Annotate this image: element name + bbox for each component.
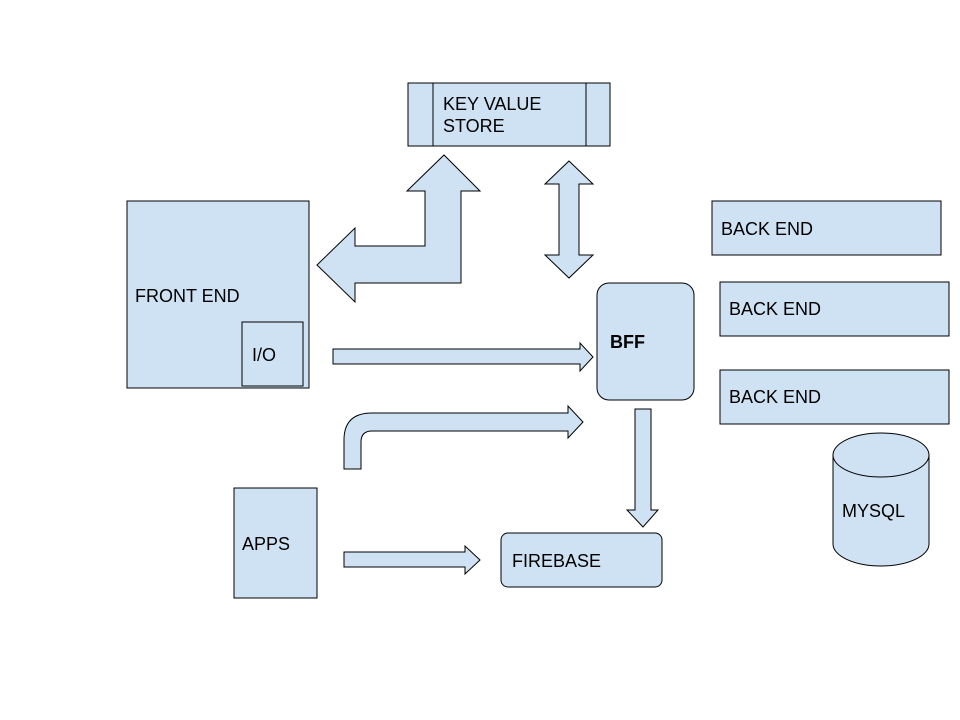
bff-node[interactable] (596, 282, 695, 401)
back-end-node-1[interactable] (711, 200, 942, 256)
back-end-node-2[interactable] (719, 281, 950, 337)
apps-bff-curved-arrow (343, 404, 584, 470)
io-node[interactable] (241, 321, 304, 387)
kv-store-label-line1: KEY VALUE (443, 94, 541, 114)
bff-label: BFF (610, 332, 645, 352)
back-end-node-3[interactable] (719, 369, 950, 425)
back-end-label-1: BACK END (721, 219, 813, 239)
mysql-label: MYSQL (842, 501, 905, 521)
mysql-node[interactable] (832, 432, 930, 567)
apps-label: APPS (242, 534, 290, 554)
io-label: I/O (252, 345, 276, 365)
apps-node[interactable] (233, 487, 318, 599)
back-end-label-3: BACK END (729, 387, 821, 407)
bff-firebase-arrow (625, 408, 660, 528)
firebase-label: FIREBASE (512, 551, 601, 571)
front-end-label: FRONT END (135, 286, 240, 306)
key-value-store-node[interactable] (407, 82, 611, 147)
kv-bff-double-arrow (543, 160, 595, 279)
kv-store-label-line2: STORE (443, 116, 505, 136)
back-end-label-2: BACK END (729, 299, 821, 319)
frontend-bff-arrow (332, 341, 594, 373)
apps-firebase-arrow (343, 544, 481, 576)
kv-frontend-bent-arrow (316, 154, 482, 304)
firebase-node[interactable] (500, 532, 663, 588)
